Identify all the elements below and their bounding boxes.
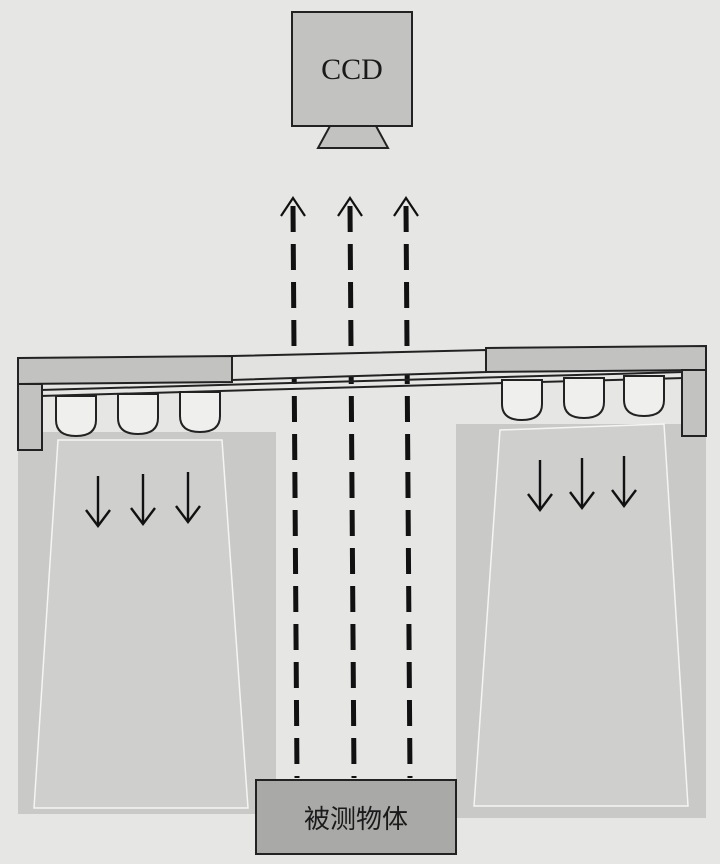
arrowhead-up-center <box>337 196 363 217</box>
ccd-label: CCD <box>321 53 383 86</box>
led-array-right <box>501 375 665 422</box>
led-right-1 <box>501 379 543 422</box>
ray-center <box>347 205 357 779</box>
led-left-1 <box>55 395 97 438</box>
ccd-lens <box>316 125 390 149</box>
arrowhead-up-right <box>393 196 419 217</box>
housing-wall-left <box>17 383 43 451</box>
led-right-3 <box>623 375 665 418</box>
housing-wall-right <box>681 369 707 437</box>
housing-top-middle <box>231 348 487 382</box>
ray-left <box>290 205 300 779</box>
illumination-arrows-left <box>85 472 201 528</box>
led-array-left <box>55 391 221 438</box>
housing-top-left <box>17 354 233 386</box>
object-under-test: 被测物体 <box>255 779 457 855</box>
illumination-arrows-right <box>527 456 637 512</box>
ccd-body <box>291 11 413 127</box>
diffuser-plate-top <box>39 371 685 391</box>
led-left-3 <box>179 391 221 434</box>
object-label: 被测物体 <box>304 805 408 835</box>
led-right-2 <box>563 377 605 420</box>
arrowhead-up-left <box>280 196 306 217</box>
ray-right <box>403 205 413 779</box>
light-field-left <box>18 432 276 814</box>
ring-light-housing <box>17 344 707 451</box>
led-left-2 <box>117 393 159 436</box>
housing-top-right <box>485 344 707 374</box>
imaging-rays <box>280 196 419 779</box>
object-box <box>255 779 457 855</box>
ccd-camera: CCD <box>291 11 413 149</box>
